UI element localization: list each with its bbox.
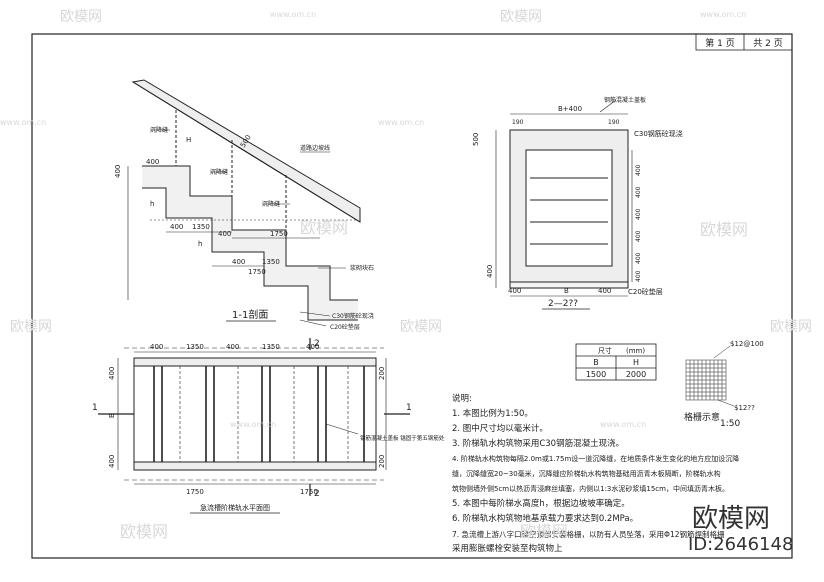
s11-label-7: C20砼垫层	[330, 323, 360, 331]
plan-top-dim-1: 400	[150, 343, 163, 351]
note-line-9: 7. 急流槽上游八字口镂空顶部安装格栅，以防有人员坠落，采用Φ12钢筋焊制格栅	[452, 530, 725, 539]
section-1-1	[127, 79, 361, 327]
size-table-value-h: 2000	[626, 370, 646, 379]
plan-view	[98, 338, 410, 496]
grid-title: 格栅示意	[684, 411, 720, 423]
s11-label-5: 浆砌块石	[350, 264, 374, 272]
plan-mark-4: 2	[314, 489, 320, 499]
s11-dim-12: h	[150, 200, 154, 208]
plan-right-dim-2: 200	[378, 455, 386, 468]
section-2-2	[495, 99, 633, 297]
note-line-7: 5. 本图中每阶梯水高度h，根据边坡坡率确定。	[452, 499, 630, 509]
s11-dim-1: 400	[146, 158, 159, 166]
s11-label-3: 道路边坡线	[300, 144, 330, 152]
plan-top-dim-5: 400	[306, 343, 319, 351]
note-line-1: 1. 本图比例为1:50。	[452, 409, 533, 419]
plan-note: 钢筋混凝土盖板 锚固于第五钢筋处	[360, 434, 445, 442]
s11-dim-10: 400	[114, 165, 122, 178]
size-table-title: 尺寸	[598, 346, 612, 355]
note-line-5: 缝，沉降缝宽20~30毫米，沉降缝应阶梯轨水构筑物基础用沥青木板隔断，阶梯轨水构	[452, 470, 721, 478]
s22-dim-7: 400	[635, 186, 642, 198]
watermark-brand-large: 欧模网	[692, 504, 771, 534]
s22-bdim-1: 400	[508, 287, 521, 295]
s11-dim-2: 1350	[192, 223, 210, 231]
size-table-header-b: B	[593, 358, 599, 367]
s11-label-4: 沉降缝	[262, 200, 280, 208]
page-number: 第 1 页	[705, 37, 734, 49]
s11-label-1: 沉降缝	[150, 126, 168, 134]
grid-scale: 1:50	[720, 419, 740, 429]
size-table-unit: (mm)	[626, 347, 645, 355]
plan-top-dim-4: 1350	[262, 343, 280, 351]
plan-side-dim-3: 400	[108, 455, 116, 468]
plan-top-dim-3: 400	[226, 343, 239, 351]
size-table-value-b: 1500	[586, 370, 606, 379]
s22-label-3: C20砼垫层	[628, 287, 663, 296]
s22-label-2: C30钢筋砼现浇	[634, 129, 683, 138]
note-line-10: 采用膨胀螺栓安装至构筑物上	[452, 544, 563, 554]
s11-dim-3: 400	[170, 223, 183, 231]
plan-right-dim-1: 200	[378, 367, 386, 380]
grid-label-top: $12@100	[730, 340, 764, 348]
plan-side-dim-2: B	[108, 413, 116, 418]
s22-dim-9: 400	[635, 230, 642, 242]
plan-title: 急流槽阶梯轨水平面图	[200, 503, 270, 512]
note-line-3: 3. 阶梯轨水构筑物采用C30钢筋混凝土现浇。	[452, 439, 625, 449]
plan-mark-3: 2	[314, 339, 320, 349]
s11-dim-4: 1750	[270, 230, 288, 238]
page-total: 共 2 页	[753, 38, 782, 49]
s11-dim-6: 1350	[262, 258, 280, 266]
s11-label-6: C30钢筋砼现浇	[332, 312, 374, 320]
s11-dim-11: H	[186, 136, 191, 144]
s11-dim-13: h	[198, 240, 202, 248]
outer-frame	[31, 33, 793, 559]
s22-dim-1: B+400	[558, 105, 582, 113]
watermark-id: ID:2646148	[688, 534, 794, 555]
s22-dim-11: 400	[635, 270, 642, 282]
s22-bdim-3: 400	[598, 287, 611, 295]
s11-dim-5: 400	[232, 258, 245, 266]
s11-dim-7: 1750	[248, 268, 266, 276]
plan-bottom-dim-2: 1750	[300, 488, 318, 496]
s22-bdim-2: B	[564, 287, 569, 295]
s22-dim-6: 400	[635, 164, 642, 176]
s22-dim-5: 400	[486, 265, 494, 278]
note-line-6: 筑物侧墙外侧5cm以热沥青浸麻丝填塞，内侧以1:3水泥砂浆填15cm，中间填沥青…	[452, 485, 729, 493]
s22-dim-2: 190	[512, 119, 524, 126]
plan-bottom-dim-1: 1750	[186, 488, 204, 496]
notes-block: 说明: 1. 本图比例为1:50。 2. 图中尺寸均以毫米计。 3. 阶梯轨水构…	[452, 392, 739, 557]
s22-dim-4: 500	[472, 133, 480, 146]
s22-dim-10: 400	[635, 252, 642, 264]
s22-dim-8: 400	[635, 208, 642, 220]
s11-dim-8: 400	[218, 230, 231, 238]
s22-label-1: 钢筋混凝土盖板	[604, 96, 646, 104]
grid-diagram	[685, 345, 735, 407]
size-table-header-h: H	[633, 358, 639, 367]
grid-label-bottom: $12??	[734, 404, 755, 412]
note-line-4: 4. 阶梯轨水构筑物每隔2.0m或1.75m设一道沉降缝，在地质条件发生变化的地…	[452, 455, 740, 463]
s11-label-2: 沉降缝	[210, 168, 228, 176]
size-table	[575, 343, 657, 381]
plan-side-dim-1: 400	[108, 367, 116, 380]
plan-top-dim-2: 1350	[186, 343, 204, 351]
plan-mark-2: 1	[406, 403, 412, 413]
note-line-2: 2. 图中尺寸均以毫米计。	[452, 424, 548, 434]
note-line-8: 6. 阶梯轨水构筑物地基承载力要求达到0.2MPa。	[452, 514, 639, 524]
notes-heading: 说明:	[452, 394, 472, 404]
section-1-1-title: 1-1剖面	[232, 308, 268, 321]
plan-mark-1: 1	[92, 403, 98, 413]
section-2-2-title: 2—2??	[548, 299, 578, 309]
s22-dim-3: 190	[608, 119, 620, 126]
